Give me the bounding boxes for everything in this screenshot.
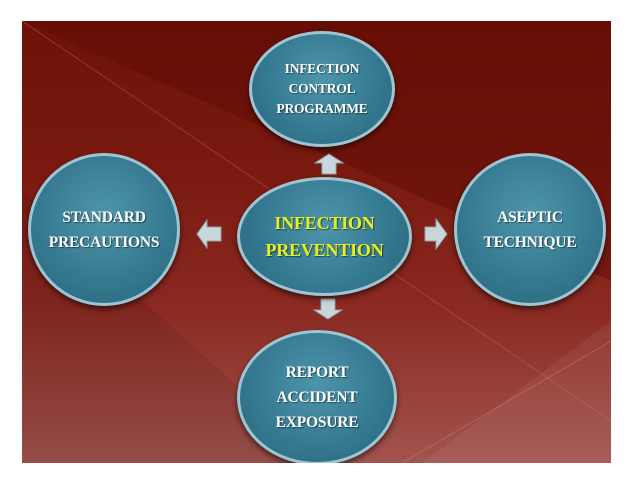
node-bottom-line-1: REPORT <box>285 364 349 381</box>
slide: INFECTION CONTROL PROGRAMME STANDARD PRE… <box>22 21 611 463</box>
node-report-accident-exposure: REPORT ACCIDENT EXPOSURE <box>237 330 397 463</box>
node-center-line-2: PREVENTION <box>265 239 384 260</box>
arrow-left-icon <box>196 219 222 249</box>
arrow-down-icon <box>313 298 343 320</box>
node-top-line-3: PROGRAMME <box>276 101 368 116</box>
node-bottom-line-3: EXPOSURE <box>275 414 359 431</box>
node-top-line-1: INFECTION <box>284 61 360 76</box>
node-left-line-1: STANDARD <box>62 208 146 226</box>
node-top-line-2: CONTROL <box>288 81 356 96</box>
node-right-line-2: TECHNIQUE <box>483 233 577 251</box>
arrow-up-icon <box>314 153 344 175</box>
node-infection-prevention: INFECTION PREVENTION <box>237 177 412 296</box>
node-standard-precautions: STANDARD PRECAUTIONS <box>28 153 180 306</box>
arrow-right-icon <box>424 218 448 250</box>
node-infection-control-programme: INFECTION CONTROL PROGRAMME <box>249 31 395 147</box>
node-aseptic-technique: ASEPTIC TECHNIQUE <box>454 153 606 306</box>
node-bottom-line-2: ACCIDENT <box>276 389 358 406</box>
node-center-line-1: INFECTION <box>274 212 375 233</box>
node-right-line-1: ASEPTIC <box>497 208 563 226</box>
node-left-line-2: PRECAUTIONS <box>48 233 160 251</box>
